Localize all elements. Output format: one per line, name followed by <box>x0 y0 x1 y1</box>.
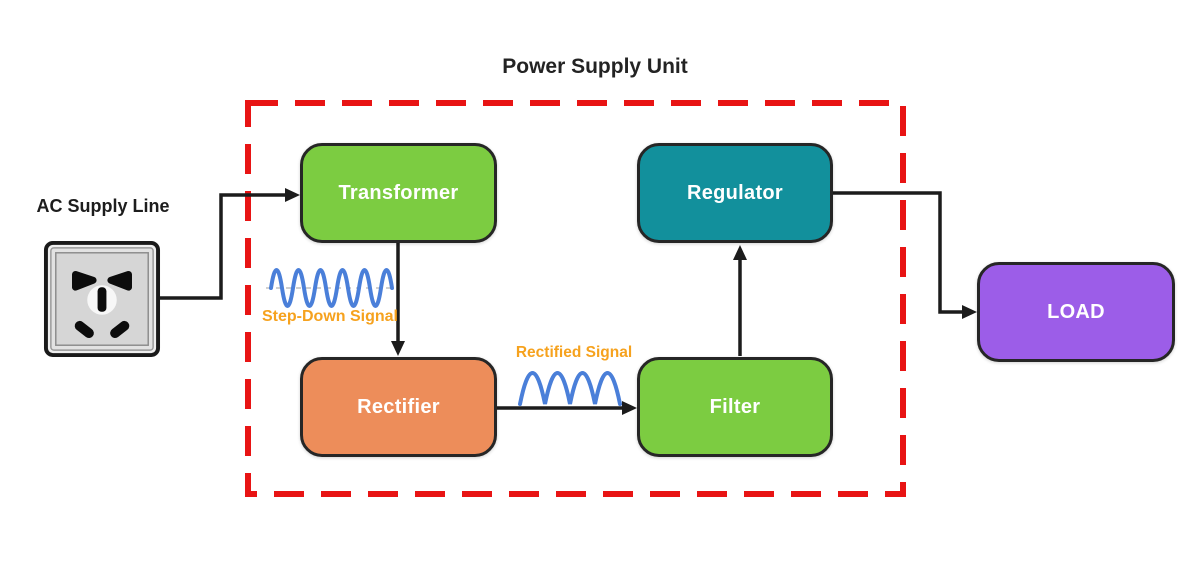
socket-slot-center <box>97 287 107 312</box>
wire-regulator-to-load <box>833 191 965 314</box>
psu-boundary-box <box>245 100 906 497</box>
arrowhead-into-load <box>962 305 977 319</box>
arrowhead-into-filter <box>622 401 637 415</box>
regulator-block: Regulator <box>637 143 833 243</box>
socket-slot-top-left <box>72 270 97 291</box>
rectifier-block: Rectifier <box>300 357 497 457</box>
transformer-block: Transformer <box>300 143 497 243</box>
wire-ac-to-transformer <box>160 193 288 300</box>
step-down-signal-label: Step-Down Signal <box>262 308 398 325</box>
filter-label: Filter <box>709 395 761 418</box>
socket-slot-bottom-left <box>74 320 94 339</box>
socket-slot-top-right <box>107 270 132 291</box>
rectified-signal-label: Rectified Signal <box>515 344 633 361</box>
power-socket-icon <box>43 240 161 358</box>
arrowhead-into-transformer <box>285 188 300 202</box>
diagram-title: Power Supply Unit <box>502 55 688 78</box>
socket-slot-bottom-right <box>110 320 130 339</box>
filter-block: Filter <box>637 357 833 457</box>
arrowhead-into-regulator <box>733 245 747 260</box>
sine-wave-icon <box>269 268 394 308</box>
ac-supply-line-label: AC Supply Line <box>36 196 170 216</box>
transformer-label: Transformer <box>338 181 459 204</box>
load-block: LOAD <box>977 262 1175 362</box>
regulator-label: Regulator <box>686 181 784 204</box>
rectifier-label: Rectifier <box>357 395 440 418</box>
rectified-wave-icon <box>518 371 622 406</box>
load-label: LOAD <box>1047 300 1105 323</box>
arrowhead-into-rectifier <box>391 341 405 356</box>
